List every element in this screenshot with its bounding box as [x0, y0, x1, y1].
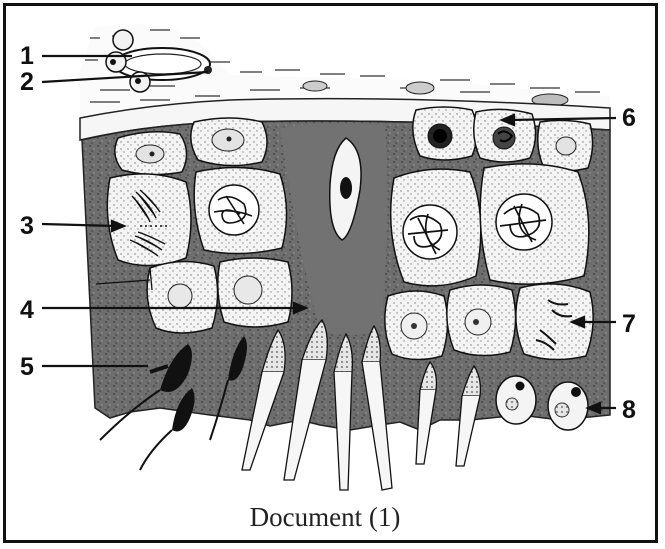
label-1: 1 [20, 42, 34, 70]
label-4: 4 [20, 296, 34, 324]
label-6: 6 [622, 104, 636, 132]
figure-caption: Document (1) [250, 502, 401, 532]
primary-spermatocytes-right [391, 164, 589, 286]
spermatids-right [385, 284, 593, 360]
sertoli-nucleolus [340, 177, 352, 199]
label-5: 5 [20, 353, 34, 381]
dividing-spermatocyte [107, 174, 191, 266]
label-8: 8 [622, 396, 636, 424]
label-3: 3 [20, 212, 34, 240]
primary-spermatocyte-left [194, 167, 286, 253]
label-2: 2 [20, 68, 34, 96]
label-7: 7 [622, 310, 636, 338]
